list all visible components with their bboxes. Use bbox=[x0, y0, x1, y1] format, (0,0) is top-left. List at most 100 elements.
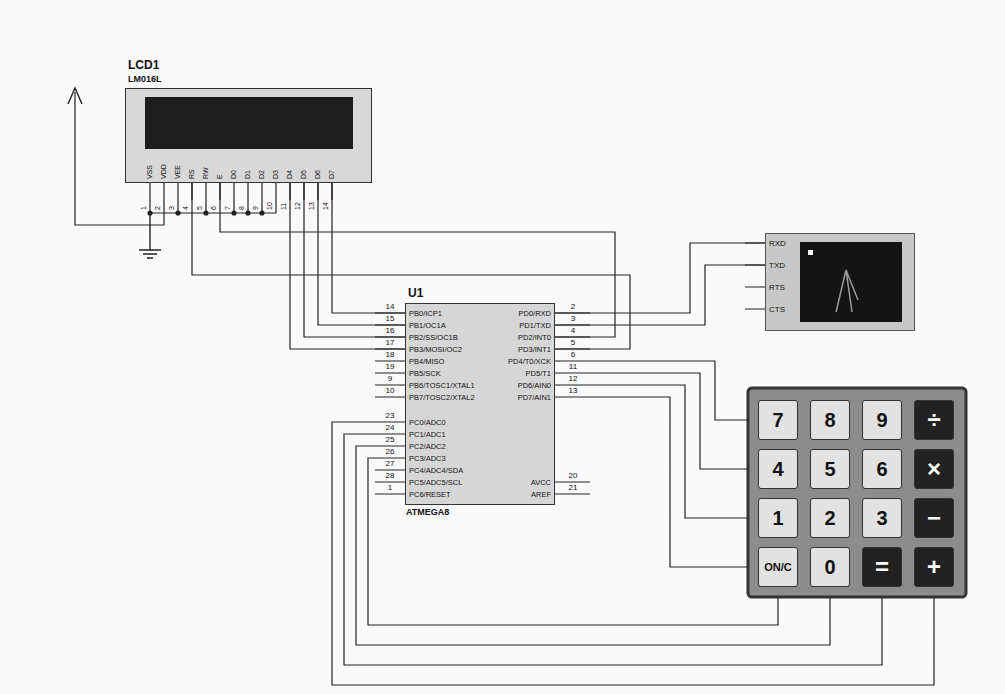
keypad-key: 6 bbox=[862, 449, 902, 489]
terminal-body bbox=[765, 233, 915, 331]
pin-number: 28 bbox=[386, 472, 395, 480]
pin-number: 8 bbox=[238, 206, 246, 210]
pin-name: PD1/TXD bbox=[519, 321, 551, 330]
pin-name: RW bbox=[202, 167, 210, 179]
pin-name: D1 bbox=[244, 170, 252, 179]
pin-name: D3 bbox=[272, 170, 280, 179]
key-legend: ÷ bbox=[927, 408, 940, 432]
keypad-key: + bbox=[914, 547, 954, 587]
virtual-terminal: RXDTXDRTSCTS bbox=[765, 233, 915, 331]
keypad-key: ON/C bbox=[758, 547, 798, 587]
pin-name: VDD bbox=[160, 164, 168, 179]
pin-name: D5 bbox=[300, 170, 308, 179]
pin-name: PD5/T1 bbox=[526, 369, 551, 378]
key-legend: × bbox=[927, 457, 941, 481]
chip-pin-stubs bbox=[375, 313, 590, 494]
key-legend: + bbox=[927, 555, 941, 579]
keypad-frame bbox=[748, 388, 966, 597]
pin-name: PD6/AIN0 bbox=[518, 381, 551, 390]
pin-number: 1 bbox=[388, 484, 392, 492]
pin-name: D0 bbox=[230, 170, 238, 179]
keypad-key: 1 bbox=[758, 498, 798, 538]
pin-number: 4 bbox=[571, 327, 575, 335]
pin-name: RTS bbox=[769, 283, 785, 293]
keypad-key: 7 bbox=[758, 400, 798, 440]
pin-name: PC4/ADC4/SDA bbox=[409, 466, 463, 475]
junction-dot bbox=[245, 210, 250, 215]
keypad-column-wires bbox=[332, 422, 934, 685]
pin-name: PD0/RXD bbox=[518, 309, 551, 318]
keypad-key: 0 bbox=[810, 547, 850, 587]
pin-name: RS bbox=[188, 169, 196, 179]
pin-name: D4 bbox=[286, 170, 294, 179]
signal-wire bbox=[332, 183, 405, 313]
key-legend: 6 bbox=[876, 457, 887, 481]
pin-number: 6 bbox=[210, 206, 218, 210]
key-legend: ON/C bbox=[764, 561, 792, 573]
pin-number: 19 bbox=[386, 363, 395, 371]
keypad-key: ÷ bbox=[914, 400, 954, 440]
terminal-pin-stubs bbox=[745, 243, 765, 309]
pin-number: 5 bbox=[196, 206, 204, 210]
pin-number: 26 bbox=[386, 448, 395, 456]
part-number: LM016L bbox=[128, 74, 162, 84]
pin-number: 3 bbox=[571, 315, 575, 323]
keypad-key: 9 bbox=[862, 400, 902, 440]
pin-name: TXD bbox=[769, 261, 785, 271]
pin-number: 4 bbox=[182, 206, 190, 210]
pin-name: PD3/INT1 bbox=[518, 345, 551, 354]
key-legend: = bbox=[875, 555, 889, 579]
key-legend: 7 bbox=[772, 408, 783, 432]
key-legend: 1 bbox=[772, 506, 783, 530]
pin-name: D7 bbox=[328, 170, 336, 179]
pin-name: PB0/ICP1 bbox=[409, 309, 442, 318]
pin-number: 2 bbox=[571, 303, 575, 311]
pin-name: PB1/OC1A bbox=[409, 321, 446, 330]
microcontroller-chip: U1ATMEGA8 bbox=[405, 303, 555, 505]
signal-wire bbox=[304, 183, 405, 337]
key-legend: 3 bbox=[876, 506, 887, 530]
pin-number: 9 bbox=[252, 206, 260, 210]
pin-number: 12 bbox=[569, 375, 578, 383]
pin-number: 1 bbox=[140, 206, 148, 210]
pin-number: 23 bbox=[386, 412, 395, 420]
junction-dot bbox=[175, 210, 180, 215]
pin-number: 14 bbox=[386, 303, 395, 311]
key-legend: 0 bbox=[824, 555, 835, 579]
keypad-key: × bbox=[914, 449, 954, 489]
pin-number: 25 bbox=[386, 436, 395, 444]
component-reference: LCD1 bbox=[128, 59, 159, 72]
keypad-key: 4 bbox=[758, 449, 798, 489]
pin-number: 11 bbox=[280, 203, 288, 210]
pin-name: AREF bbox=[531, 490, 551, 499]
power-wire bbox=[75, 92, 164, 225]
key-legend: 8 bbox=[824, 408, 835, 432]
terminal-screen bbox=[800, 242, 902, 322]
pin-name: VSS bbox=[146, 165, 154, 179]
pin-name: E bbox=[216, 174, 224, 179]
key-legend: 5 bbox=[824, 457, 835, 481]
pin-number: 24 bbox=[386, 424, 395, 432]
pin-number: 20 bbox=[569, 472, 578, 480]
pin-number: 11 bbox=[569, 363, 577, 371]
pin-name: PB6/TOSC1/XTAL1 bbox=[409, 381, 475, 390]
pin-name: PB4/MISO bbox=[409, 357, 444, 366]
signal-wire bbox=[555, 265, 765, 325]
pin-name: VEE bbox=[174, 165, 182, 179]
junction-dot bbox=[231, 210, 236, 215]
pin-name: PC5/ADC5/SCL bbox=[409, 478, 462, 487]
keypad-key: = bbox=[862, 547, 902, 587]
pin-number: 2 bbox=[154, 206, 162, 210]
lcd-screen bbox=[145, 97, 353, 149]
pin-name: PC1/ADC1 bbox=[409, 430, 446, 439]
pin-name: PD2/INT0 bbox=[518, 333, 551, 342]
key-legend: − bbox=[927, 506, 941, 530]
key-legend: 9 bbox=[876, 408, 887, 432]
pin-number: 9 bbox=[388, 375, 392, 383]
keypad-key: 3 bbox=[862, 498, 902, 538]
signal-wire bbox=[290, 183, 405, 349]
pin-name: CTS bbox=[769, 305, 785, 315]
terminal-icon bbox=[836, 270, 858, 312]
